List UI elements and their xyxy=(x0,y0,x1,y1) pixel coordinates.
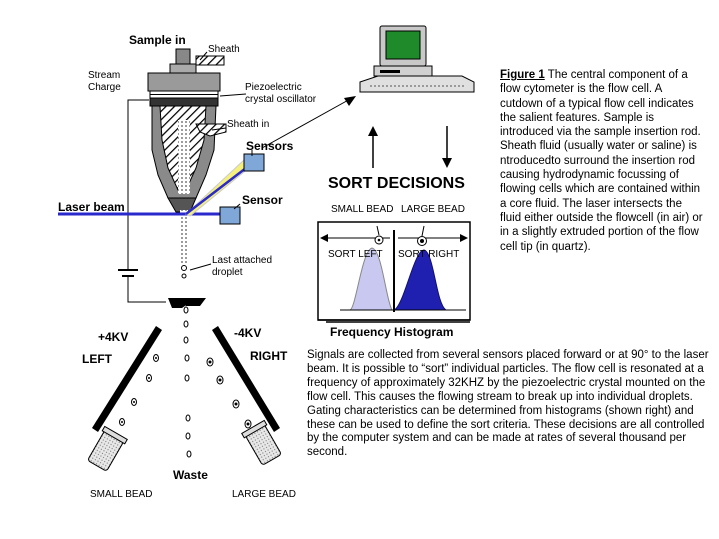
large-bead-tube-label: LARGE BEAD xyxy=(232,489,296,500)
sheath-in-label: Sheath in xyxy=(227,119,270,130)
up-arrow xyxy=(368,126,378,136)
leader-lines xyxy=(189,51,253,271)
plus-kv-label: +4KV xyxy=(98,330,129,344)
last-droplet-label: Last attached droplet xyxy=(212,255,273,278)
keyboard xyxy=(359,75,475,93)
computer-screen xyxy=(385,30,421,60)
left-deflection-plate xyxy=(92,326,162,432)
left-label: LEFT xyxy=(82,352,112,366)
caption-text: The central component of a flow cytomete… xyxy=(500,69,703,253)
stream-charge-label: Stream Charge xyxy=(88,70,121,93)
sample-in-label: Sample in xyxy=(129,33,186,47)
right-label: RIGHT xyxy=(250,349,288,363)
waste-label: Waste xyxy=(173,468,208,482)
small-bead-tube-label: SMALL BEAD xyxy=(90,489,153,500)
sort-left-label: SORT LEFT xyxy=(328,249,383,260)
computer-icon xyxy=(359,25,475,93)
sort-right-label: SORT RIGHT xyxy=(398,249,460,260)
figure-label: Figure 1 xyxy=(500,69,545,81)
large-bead-histogram-label: LARGE BEAD xyxy=(401,204,465,215)
sensors-label: Sensors xyxy=(246,139,294,153)
sheath-pipe xyxy=(195,55,225,66)
piezo-label: Piezoelectric crystal oscillator xyxy=(245,82,317,105)
sheath-label: Sheath xyxy=(208,44,240,55)
signal-arrow xyxy=(261,97,353,149)
sensor-box-forward xyxy=(219,206,241,225)
left-droplets xyxy=(119,354,159,426)
histogram-title: Frequency Histogram xyxy=(330,325,454,339)
figure-caption: Figure 1 The central component of a flow… xyxy=(500,68,705,254)
minus-kv-label: -4KV xyxy=(234,326,262,340)
right-collection-tube xyxy=(241,419,281,465)
center-droplets xyxy=(183,306,192,458)
sensor-box-90deg xyxy=(243,153,265,172)
right-droplets xyxy=(206,357,252,429)
sensor-label: Sensor xyxy=(242,193,283,207)
body-paragraph: Signals are collected from several senso… xyxy=(307,349,709,459)
frequency-histogram xyxy=(317,221,471,323)
flow-cell xyxy=(147,48,227,279)
down-arrow xyxy=(442,158,452,168)
flow-cell-block xyxy=(147,72,221,92)
sort-decisions-title: SORT DECISIONS xyxy=(328,175,465,192)
left-collection-tube xyxy=(88,425,128,471)
sheath-in-pipe xyxy=(195,123,227,137)
small-bead-histogram-label: SMALL BEAD xyxy=(331,204,394,215)
small-bead-peak xyxy=(349,247,393,311)
right-deflection-plate xyxy=(212,326,280,432)
large-bead-peak xyxy=(393,249,448,311)
laser-beam-label: Laser beam xyxy=(58,200,125,214)
